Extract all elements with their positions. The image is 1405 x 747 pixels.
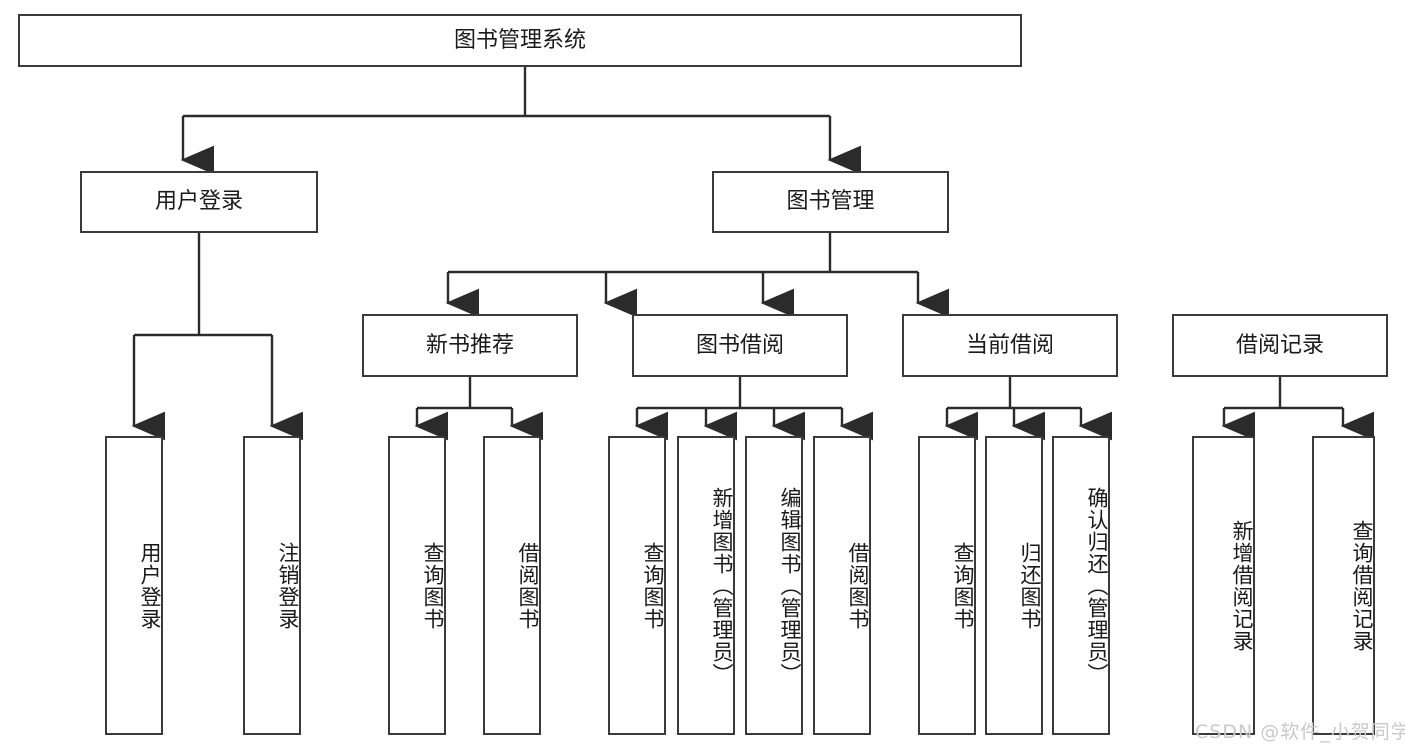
node-leaf-query-book-1[interactable]: 查询图书	[388, 436, 446, 735]
node-book-manage[interactable]: 图书管理	[712, 171, 949, 233]
watermark-text: CSDN @软件_小贺同学	[1195, 721, 1405, 743]
node-leaf-query-record-label: 查询借阅记录	[1350, 519, 1374, 652]
node-leaf-user-login-label: 用户登录	[138, 541, 162, 630]
node-leaf-query-record[interactable]: 查询借阅记录	[1312, 436, 1375, 735]
node-current-borrow-label: 当前借阅	[965, 332, 1054, 358]
node-leaf-edit-book[interactable]: 编辑图书（管理员）	[745, 436, 803, 735]
node-leaf-edit-book-label: 编辑图书（管理员）	[778, 486, 802, 685]
node-leaf-user-logout-label: 注销登录	[276, 541, 300, 630]
node-book-manage-label: 图书管理	[786, 189, 875, 215]
node-borrow-record[interactable]: 借阅记录	[1172, 314, 1388, 377]
node-current-borrow[interactable]: 当前借阅	[902, 314, 1118, 377]
node-leaf-query-book-1-label: 查询图书	[421, 541, 445, 630]
node-leaf-query-book-2-label: 查询图书	[641, 541, 665, 630]
node-leaf-borrow-book-2[interactable]: 借阅图书	[813, 436, 871, 735]
node-borrow-record-label: 借阅记录	[1235, 332, 1324, 358]
node-user-login-label: 用户登录	[154, 189, 243, 215]
node-leaf-add-record-label: 新增借阅记录	[1230, 519, 1254, 652]
node-root-label: 图书管理系统	[453, 27, 586, 53]
node-leaf-query-book-2[interactable]: 查询图书	[608, 436, 666, 735]
node-book-borrow[interactable]: 图书借阅	[632, 314, 848, 377]
node-root[interactable]: 图书管理系统	[18, 14, 1022, 67]
node-new-book-recommend[interactable]: 新书推荐	[362, 314, 578, 377]
node-leaf-confirm-return-label: 确认归还（管理员）	[1085, 486, 1109, 685]
node-leaf-borrow-book-1[interactable]: 借阅图书	[483, 436, 541, 735]
node-leaf-borrow-book-1-label: 借阅图书	[516, 541, 540, 630]
node-user-login[interactable]: 用户登录	[80, 171, 318, 233]
node-leaf-user-logout[interactable]: 注销登录	[243, 436, 301, 735]
node-leaf-return-book[interactable]: 归还图书	[985, 436, 1043, 735]
node-leaf-add-record[interactable]: 新增借阅记录	[1192, 436, 1255, 735]
node-new-book-recommend-label: 新书推荐	[425, 332, 514, 358]
node-leaf-confirm-return[interactable]: 确认归还（管理员）	[1052, 436, 1110, 735]
node-leaf-query-book-3-label: 查询图书	[951, 541, 975, 630]
node-leaf-borrow-book-2-label: 借阅图书	[846, 541, 870, 630]
node-leaf-user-login[interactable]: 用户登录	[105, 436, 163, 735]
node-leaf-return-book-label: 归还图书	[1018, 541, 1042, 630]
node-book-borrow-label: 图书借阅	[695, 332, 784, 358]
node-leaf-add-book-label: 新增图书（管理员）	[710, 486, 734, 685]
node-leaf-query-book-3[interactable]: 查询图书	[918, 436, 976, 735]
node-leaf-add-book[interactable]: 新增图书（管理员）	[677, 436, 735, 735]
